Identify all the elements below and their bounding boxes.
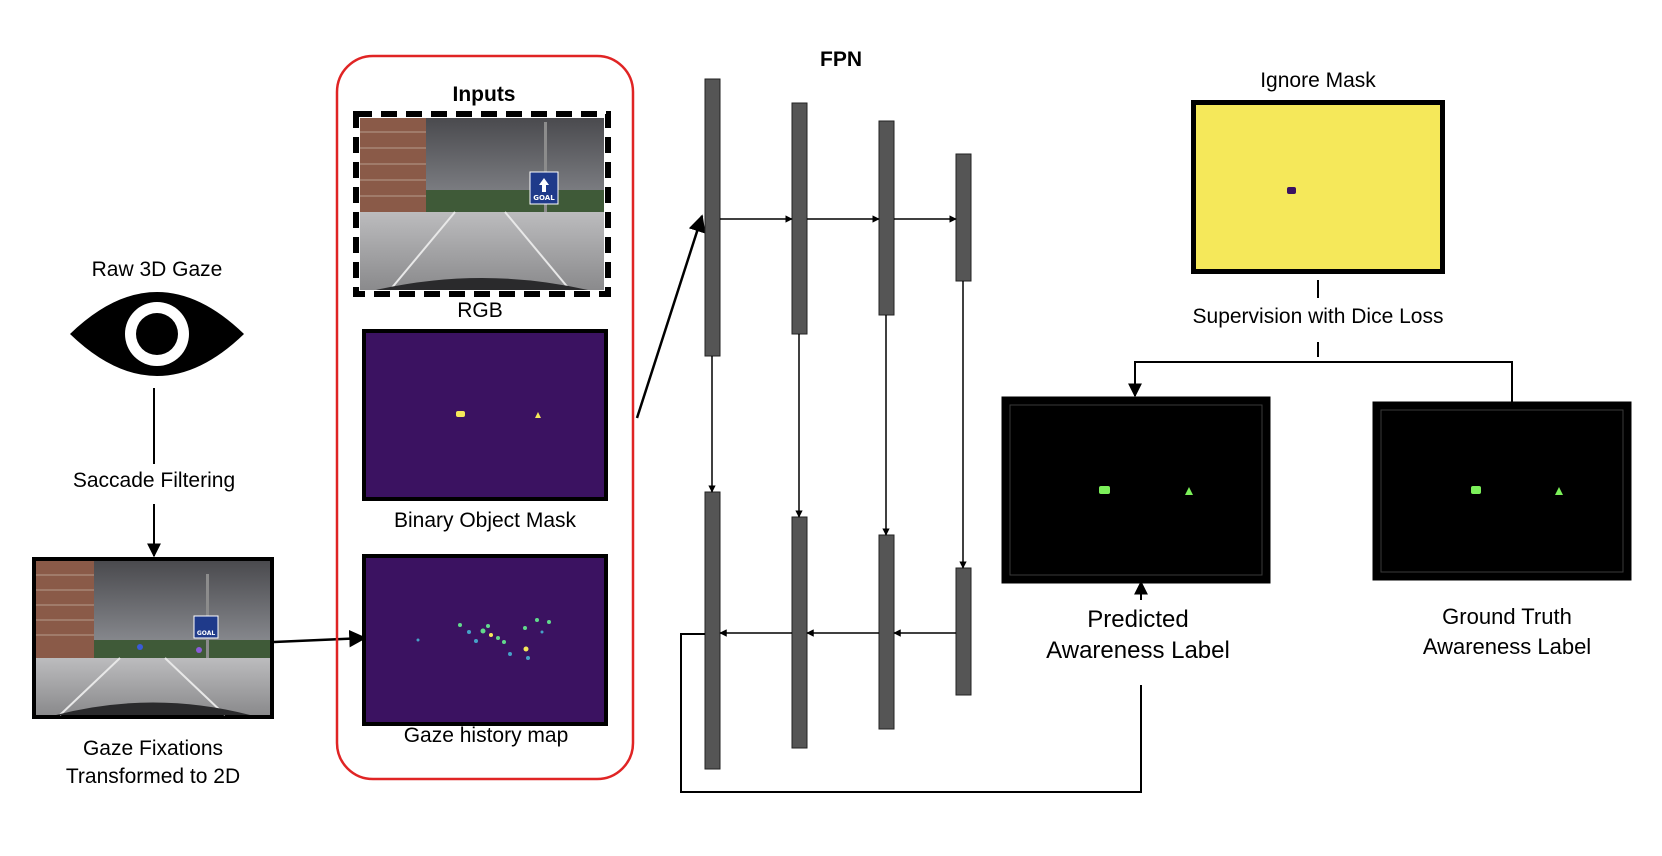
ignore-mask-image — [1191, 100, 1445, 274]
fpn-bottomup-bar-4 — [955, 153, 972, 282]
raw-gaze-label: Raw 3D Gaze — [92, 258, 223, 281]
fixations-to-history-arrow — [273, 629, 367, 648]
goal-sign-text-small: GOAL — [197, 630, 216, 637]
fpn-connections — [708, 215, 967, 637]
saccade-filtering-label: Saccade Filtering — [73, 469, 235, 492]
rgb-label: RGB — [457, 299, 503, 322]
ground-truth-awareness-image — [1372, 401, 1632, 581]
predicted-label-line1: Predicted — [1087, 606, 1188, 633]
fpn-to-prediction-path — [680, 580, 1148, 793]
gt-label-line2: Awareness Label — [1423, 634, 1591, 659]
eye-icon — [70, 292, 244, 376]
predicted-label-line2: Awareness Label — [1046, 637, 1230, 664]
fpn-bottomup-bar-1 — [704, 78, 721, 357]
fpn-topdown-bar-1 — [704, 491, 721, 770]
inputs-frame — [335, 54, 635, 781]
gt-label-line1: Ground Truth — [1442, 604, 1572, 629]
gaze-history-map-image — [362, 554, 608, 726]
fixations-label-line1: Gaze Fixations — [83, 737, 223, 760]
fpn-title: FPN — [820, 48, 862, 71]
binary-object-mask-image — [362, 329, 608, 501]
fpn-bottomup-bar-2 — [791, 102, 808, 335]
fpn-bottomup-bar-3 — [878, 120, 895, 316]
gaze-fixations-image: GOAL — [32, 557, 274, 719]
ignore-mask-label: Ignore Mask — [1260, 69, 1376, 92]
predicted-awareness-image — [1001, 396, 1271, 584]
gt-to-prediction-supervision-arrow — [1128, 361, 1513, 404]
fixations-label-line2: Transformed to 2D — [66, 765, 240, 788]
gaze-history-label: Gaze history map — [404, 724, 569, 747]
fpn-topdown-bar-4 — [955, 567, 972, 696]
binary-mask-label: Binary Object Mask — [394, 509, 577, 532]
supervision-label: Supervision with Dice Loss — [1193, 305, 1444, 328]
inputs-to-fpn-arrow — [635, 214, 706, 419]
fpn-topdown-bar-3 — [878, 534, 895, 730]
inputs-title: Inputs — [453, 83, 516, 106]
rgb-image: GOAL — [353, 111, 611, 297]
fpn-topdown-bar-2 — [791, 516, 808, 749]
goal-sign-text: GOAL — [533, 194, 555, 202]
